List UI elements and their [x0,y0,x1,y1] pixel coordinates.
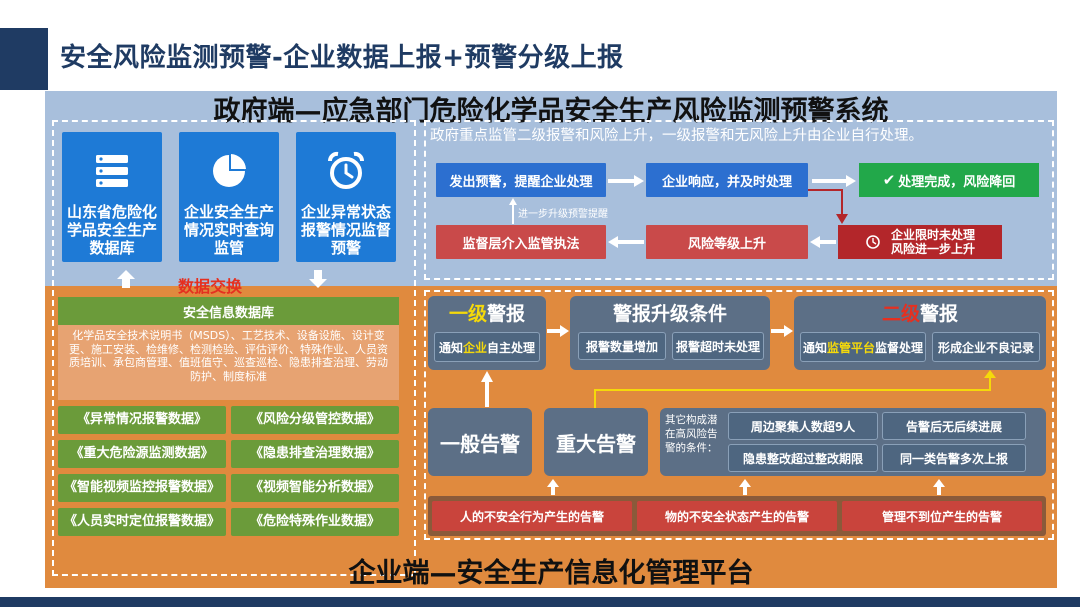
alarm-clock-icon [327,151,365,189]
cond-crowd[interactable]: 周边聚集人数超9人 [728,412,878,440]
cond-overdue[interactable]: 隐患整改超过整改期限 [728,444,878,472]
data-btn-personnel-location[interactable]: 《人员实时定位报警数据》 [58,508,226,536]
tile-label: 企业安全生产情况实时查询监管 [183,203,274,257]
level1-highlight: 一级 [448,302,487,325]
safety-db-title: 安全信息数据库 [58,297,399,325]
level1-rest: 警报 [487,302,526,325]
level1-notify-button[interactable]: 通知企业自主处理 [434,332,540,362]
level2-alarm-panel: 二级警报 通知监管平台监督处理 形成企业不良记录 [794,296,1046,370]
arrow-up-icon [739,479,751,495]
arrow-left-icon [810,236,836,248]
data-exchange-label: 数据交换 [178,277,243,296]
cond-no-progress[interactable]: 告警后无后续进展 [882,412,1026,440]
tile-realtime-query[interactable]: 企业安全生产情况实时查询监管 [179,132,279,262]
btn-text: 通知 [802,340,827,355]
escalation-connector [808,189,848,224]
source-human-behavior[interactable]: 人的不安全行为产生的告警 [432,501,632,531]
arrow-up-icon [481,371,493,407]
enterprise-flow-dashed-frame [424,290,1054,540]
arrow-up-icon [547,479,559,495]
arrow-up-icon [117,270,135,288]
flow-enterprise-respond[interactable]: 企业响应，并及时处理 [646,163,808,197]
flow-timeout-line2: 风险进一步上升 [890,242,975,256]
data-btn-special-work[interactable]: 《危险特殊作业数据》 [231,508,399,536]
arrow-up-icon [509,198,517,224]
btn-text: 自主处理 [487,340,536,355]
cond-repeat[interactable]: 同一类告警多次上报 [882,444,1026,472]
tile-provincial-database[interactable]: 山东省危险化学品安全生产数据库 [62,132,162,262]
tile-alarm-supervision[interactable]: 企业异常状态报警情况监督预警 [296,132,396,262]
upgrade-condition-panel: 警报升级条件 报警数量增加 报警超时未处理 [570,296,770,370]
level2-rest: 警报 [920,302,959,325]
btn-text: 监督处理 [875,340,924,355]
major-alarm-box[interactable]: 重大告警 [544,408,648,476]
flow-supervise[interactable]: 监督层介入监管执法 [436,225,606,259]
arrow-right-icon [812,175,856,187]
level1-alarm-panel: 一级警报 通知企业自主处理 [428,296,546,370]
data-btn-hidden-danger[interactable]: 《隐患排查治理数据》 [231,440,399,468]
flow-risk-up[interactable]: 风险等级上升 [646,225,808,259]
flow-done-label: 处理完成，风险降回 [898,174,1016,190]
flow-issue-warning[interactable]: 发出预警，提醒企业处理 [436,163,606,197]
source-object-state[interactable]: 物的不安全状态产生的告警 [637,501,837,531]
data-btn-video-analysis[interactable]: 《视频智能分析数据》 [231,474,399,502]
level2-record-button[interactable]: 形成企业不良记录 [932,332,1040,362]
level2-notify-button[interactable]: 通知监管平台监督处理 [800,332,926,362]
enterprise-platform-title: 企业端—安全生产信息化管理平台 [348,557,754,589]
source-management[interactable]: 管理不到位产生的告警 [842,501,1042,531]
upgrade-title: 警报升级条件 [612,302,727,325]
page-title: 安全风险监测预警-企业数据上报+预警分级上报 [60,43,624,73]
tile-label: 山东省危险化学品安全生产数据库 [66,203,157,257]
gov-flow-dashed-frame [424,120,1054,280]
data-btn-risk-control[interactable]: 《风险分级管控数据》 [231,406,399,434]
arrow-up-icon [933,479,945,495]
arrow-left-icon [608,236,644,248]
btn-text: 通知 [438,340,463,355]
pie-chart-icon [213,154,246,187]
level1-title: 一级警报 [428,296,546,328]
check-icon: ✔ [882,171,896,189]
clock-icon [866,235,880,249]
flow-done[interactable]: ✔ 处理完成，风险降回 [859,163,1039,197]
data-exchange-dashed-frame [52,120,416,576]
level2-highlight: 二级 [881,302,920,325]
btn-highlight: 监管平台 [826,340,875,355]
arrow-right-icon [547,325,569,337]
data-btn-video-monitor[interactable]: 《智能视频监控报警数据》 [58,474,226,502]
general-alarm-box[interactable]: 一般告警 [428,408,532,476]
footer-bar [0,597,1080,607]
gov-supervision-note: 政府重点监管二级报警和风险上升，一级报警和无风险上升由企业自行处理。 [430,128,923,144]
level2-title: 二级警报 [794,296,1046,328]
data-btn-hazard-source[interactable]: 《重大危险源监测数据》 [58,440,226,468]
escalate-note: 进一步升级预警提醒 [518,209,608,220]
data-btn-abnormal-alarm[interactable]: 《异常情况报警数据》 [58,406,226,434]
arrow-down-icon [309,270,327,288]
major-to-level2-connector [594,370,996,408]
safety-db-description: 化学品安全技术说明书（MSDS）、工艺技术、设备设施、设计变更、施工安装、检维修… [58,325,399,400]
flow-timeout-line1: 企业限时未处理 [890,228,975,242]
header-accent-bar [0,28,48,90]
arrow-right-icon [608,175,644,187]
conditions-note: 其它构成潜在高风险告警的条件： [665,414,718,454]
upgrade-count-button[interactable]: 报警数量增加 [578,332,666,360]
database-icon [96,155,128,187]
arrow-right-icon [771,325,793,337]
btn-highlight: 企业 [462,340,487,355]
upgrade-timeout-button[interactable]: 报警超时未处理 [672,332,764,360]
tile-label: 企业异常状态报警情况监督预警 [300,203,391,257]
flow-timeout[interactable]: 企业限时未处理 风险进一步上升 [838,225,1002,259]
